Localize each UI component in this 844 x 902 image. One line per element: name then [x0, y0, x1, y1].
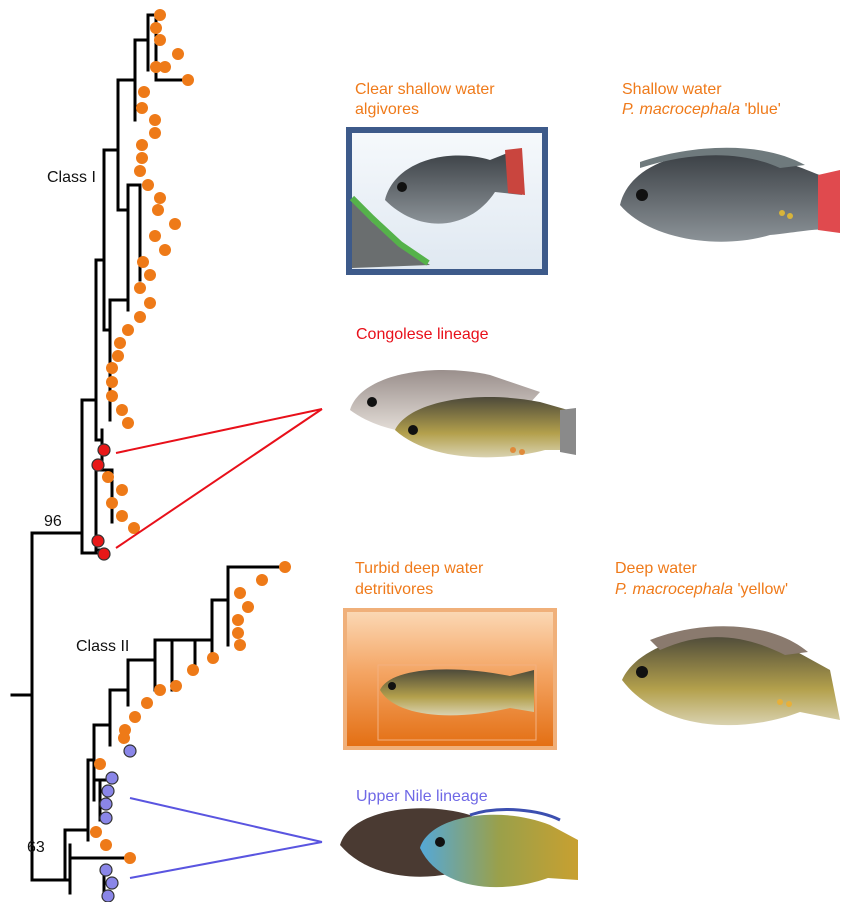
tree-tip-marker	[141, 697, 153, 709]
tree-tip-marker	[124, 745, 136, 757]
upper-nile-connector-lower	[130, 842, 322, 878]
congolese-lineage-label: Congolese lineage	[356, 325, 489, 345]
tree-tip-marker	[102, 785, 114, 797]
tree-tip-marker	[134, 311, 146, 323]
turbid-deep-title-line1: Turbid deep water	[355, 559, 483, 579]
tree-tip-marker	[106, 497, 118, 509]
tree-tip-marker	[134, 282, 146, 294]
tree-tip-marker	[207, 652, 219, 664]
tree-tip-marker	[144, 269, 156, 281]
tree-tip-marker	[98, 548, 110, 560]
class-i-label: Class I	[47, 168, 96, 188]
tree-tips	[90, 9, 291, 902]
tree-tip-marker	[149, 230, 161, 242]
tree-tip-marker	[234, 587, 246, 599]
tree-tip-marker	[182, 74, 194, 86]
shallow-morph-name: 'blue'	[740, 101, 781, 118]
tree-tip-marker	[116, 404, 128, 416]
tree-tip-marker	[112, 350, 124, 362]
tree-tip-marker	[150, 22, 162, 34]
tree-tip-marker	[92, 535, 104, 547]
tree-tip-marker	[142, 179, 154, 191]
clear-shallow-title-line1: Clear shallow water	[355, 80, 495, 100]
tree-tip-marker	[122, 417, 134, 429]
tree-tip-marker	[138, 86, 150, 98]
tree-tip-marker	[152, 204, 164, 216]
tree-tip-marker	[154, 192, 166, 204]
tree-tip-marker	[154, 34, 166, 46]
class-ii-label: Class II	[76, 637, 129, 657]
tree-tip-marker	[100, 839, 112, 851]
tree-tip-marker	[169, 218, 181, 230]
tree-tip-marker	[106, 772, 118, 784]
turbid-deep-title-line2: detritivores	[355, 580, 433, 600]
tree-tip-marker	[118, 732, 130, 744]
upper-nile-connector-upper	[130, 798, 322, 842]
deep-species-name: P. macrocephala	[615, 581, 733, 598]
shallow-species-name: P. macrocephala	[622, 101, 740, 118]
tree-tip-marker	[159, 61, 171, 73]
upper-nile-fish-image	[340, 808, 578, 887]
tree-tip-marker	[137, 256, 149, 268]
deep-yellow-fish-image	[622, 626, 840, 725]
congolese-fish-image	[350, 370, 576, 457]
tree-tip-marker	[116, 484, 128, 496]
turbid-deep-water-panel	[345, 610, 555, 748]
tree-tip-marker	[100, 812, 112, 824]
tree-tip-marker	[279, 561, 291, 573]
tree-tip-marker	[159, 244, 171, 256]
bootstrap-63: 63	[27, 838, 45, 858]
deep-water-title: Deep water	[615, 559, 697, 579]
tree-tip-marker	[94, 758, 106, 770]
tree-tip-marker	[232, 614, 244, 626]
tree-tip-marker	[232, 627, 244, 639]
tree-tip-marker	[149, 127, 161, 139]
tree-tip-marker	[144, 297, 156, 309]
tree-tip-marker	[114, 337, 126, 349]
tree-tip-marker	[106, 376, 118, 388]
tree-tip-marker	[98, 444, 110, 456]
tree-tip-marker	[136, 102, 148, 114]
tree-tip-marker	[154, 684, 166, 696]
tree-tip-marker	[154, 9, 166, 21]
upper-nile-lineage-label: Upper Nile lineage	[356, 787, 488, 807]
congolese-connector-lower	[116, 409, 322, 548]
shallow-water-species-line: P. macrocephala 'blue'	[622, 100, 781, 120]
shallow-water-title: Shallow water	[622, 80, 722, 100]
tree-tip-marker	[136, 152, 148, 164]
tree-tip-marker	[170, 680, 182, 692]
tree-tip-marker	[234, 639, 246, 651]
tree-tip-marker	[129, 711, 141, 723]
tree-tip-marker	[172, 48, 184, 60]
tree-tip-marker	[136, 139, 148, 151]
clear-shallow-water-panel	[349, 130, 545, 272]
tree-tip-marker	[100, 798, 112, 810]
tree-tip-marker	[106, 390, 118, 402]
deep-water-species-line: P. macrocephala 'yellow'	[615, 580, 788, 600]
bootstrap-96: 96	[44, 512, 62, 532]
tree-tip-marker	[149, 114, 161, 126]
tree-tip-marker	[134, 165, 146, 177]
tree-tip-marker	[102, 471, 114, 483]
tree-tip-marker	[90, 826, 102, 838]
tree-tip-marker	[187, 664, 199, 676]
lineage-connectors	[116, 409, 322, 878]
tree-tip-marker	[124, 852, 136, 864]
shallow-blue-fish-image	[620, 148, 840, 242]
tree-tip-marker	[122, 324, 134, 336]
tree-tip-marker	[116, 510, 128, 522]
tree-tip-marker	[256, 574, 268, 586]
tree-tip-marker	[106, 877, 118, 889]
tree-tip-marker	[102, 890, 114, 902]
tree-tip-marker	[242, 601, 254, 613]
tree-tip-marker	[92, 459, 104, 471]
deep-morph-name: 'yellow'	[733, 581, 788, 598]
tree-tip-marker	[100, 864, 112, 876]
tree-tip-marker	[106, 362, 118, 374]
clear-shallow-title-line2: algivores	[355, 100, 419, 120]
